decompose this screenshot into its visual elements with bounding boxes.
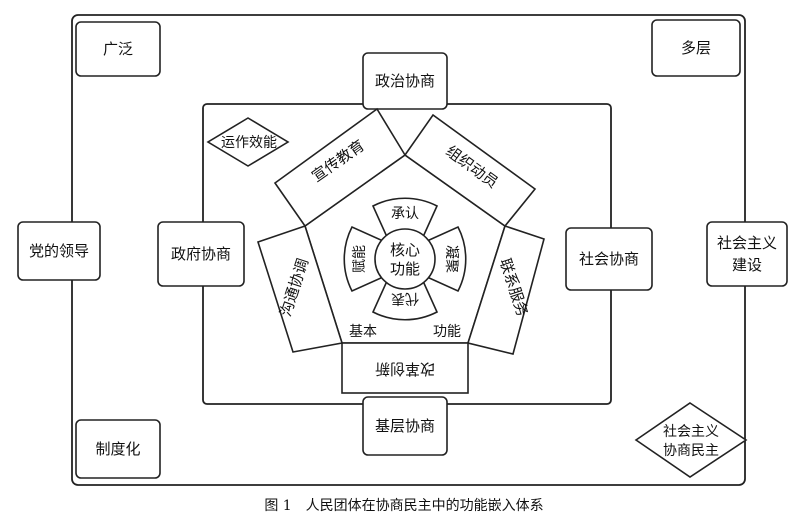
core-center-line1: 核心 bbox=[390, 241, 420, 259]
core-center-circle bbox=[374, 228, 436, 290]
government-consultation-label: 政府协商 bbox=[171, 245, 231, 263]
core-center-line2: 功能 bbox=[390, 260, 420, 278]
basic-label: 基本 bbox=[349, 323, 377, 340]
government-consultation-box: 政府协商 bbox=[157, 221, 245, 287]
social-consultation-box: 社会协商 bbox=[565, 227, 653, 291]
party-leadership-label: 党的领导 bbox=[29, 242, 89, 260]
communication-coordination-block: 沟通协调 bbox=[256, 224, 344, 353]
grassroots-consultation-label: 基层协商 bbox=[375, 417, 435, 435]
socialist-construction-line1: 社会主义 bbox=[717, 234, 777, 252]
socialist-construction-box: 社会主义 建设 bbox=[706, 221, 788, 287]
core-rosette bbox=[343, 197, 467, 321]
reform-innovation-block: 改革创新 bbox=[341, 342, 469, 394]
consultative-democracy-line2: 协商民主 bbox=[663, 443, 719, 459]
social-consultation-label: 社会协商 bbox=[579, 250, 639, 268]
grassroots-consultation-box: 基层协商 bbox=[362, 396, 448, 456]
socialist-consultative-democracy-diamond: 社会主义 协商民主 bbox=[634, 402, 748, 478]
function-label: 功能 bbox=[433, 324, 461, 340]
core-petal-empowerment-label: 赋能 bbox=[352, 245, 368, 273]
corner-label-bottom-left: 制度化 bbox=[95, 440, 140, 458]
core-petal-cohesion-label: 凝聚 bbox=[443, 245, 459, 273]
socialist-construction-line2: 建设 bbox=[732, 256, 762, 274]
corner-box-top-left: 广泛 bbox=[75, 21, 161, 77]
corner-box-top-right: 多层 bbox=[651, 19, 741, 77]
operating-efficiency-diamond: 运作效能 bbox=[206, 117, 290, 167]
corner-box-bottom-left: 制度化 bbox=[75, 419, 161, 479]
party-leadership-box: 党的领导 bbox=[17, 221, 101, 281]
political-consultation-label: 政治协商 bbox=[375, 72, 435, 90]
reform-innovation-label: 改革创新 bbox=[375, 360, 435, 378]
corner-label-top-left: 广泛 bbox=[103, 40, 133, 58]
corner-label-top-right: 多层 bbox=[681, 39, 711, 57]
figure-caption: 图 1 人民团体在协商民主中的功能嵌入体系 bbox=[264, 498, 543, 514]
consultative-democracy-line1: 社会主义 bbox=[663, 424, 719, 440]
core-petal-recognition-label: 承认 bbox=[391, 206, 419, 222]
operating-efficiency-label: 运作效能 bbox=[221, 135, 277, 151]
political-consultation-box: 政治协商 bbox=[362, 52, 448, 110]
core-petal-representation-label: 代表 bbox=[391, 290, 419, 306]
liaison-service-block: 联系服务 bbox=[466, 224, 545, 355]
